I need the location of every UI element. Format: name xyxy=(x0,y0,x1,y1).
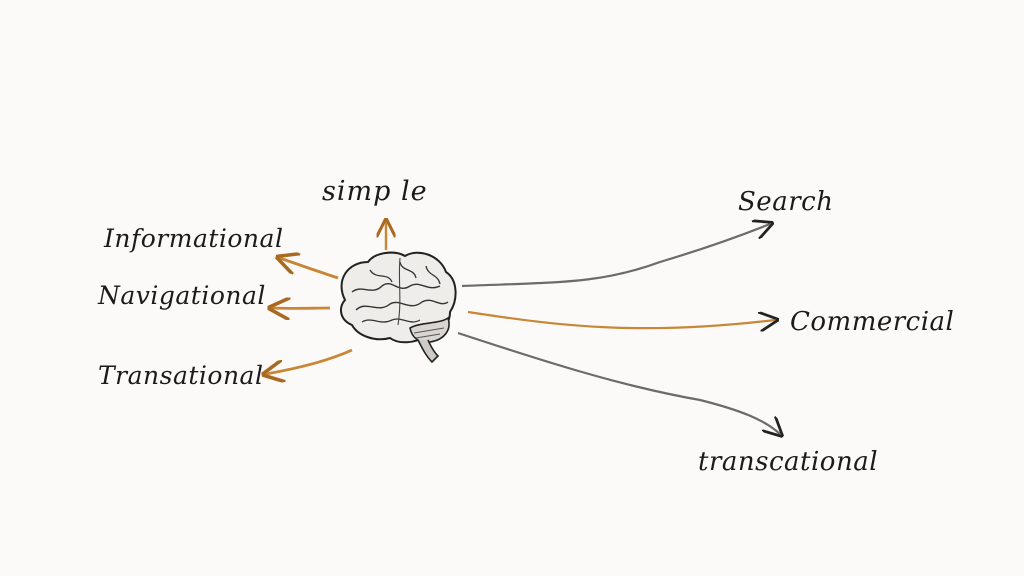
arrow-to-informational xyxy=(280,258,339,280)
label-simple: simp le xyxy=(322,176,428,207)
label-transational: Transational xyxy=(98,361,263,390)
brain-icon xyxy=(339,251,457,364)
arrow-to-search xyxy=(461,224,770,288)
arrow-to-transational xyxy=(266,348,353,374)
label-commercial: Commercial xyxy=(790,307,954,337)
label-informational: Informational xyxy=(103,224,283,253)
label-search: Search xyxy=(738,187,833,217)
arrow-to-commercial xyxy=(467,312,775,328)
label-transcational: transcational xyxy=(698,447,878,477)
label-navigational: Navigational xyxy=(97,281,266,310)
arrow-to-transcational xyxy=(457,331,780,434)
